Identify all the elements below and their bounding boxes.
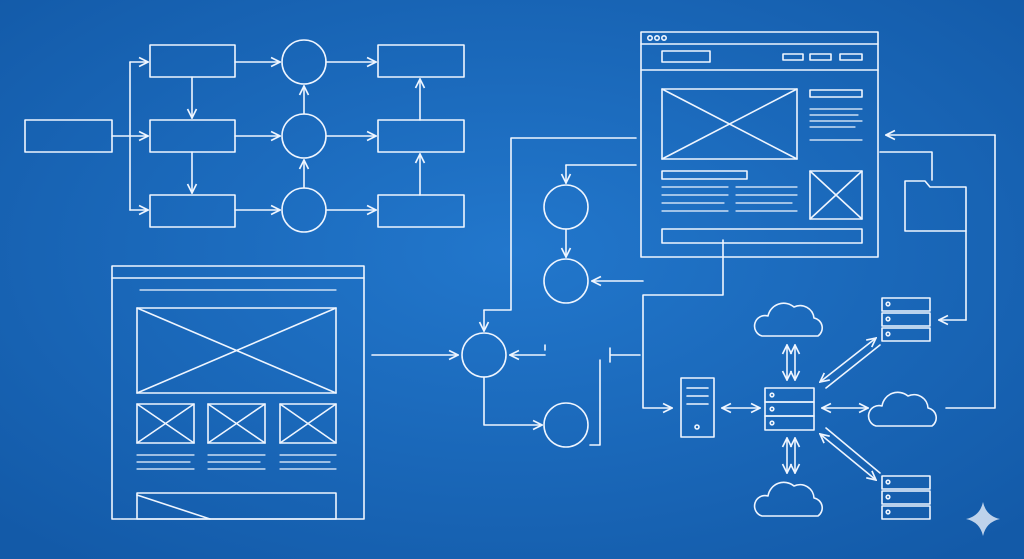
flowchart	[24, 39, 465, 233]
flow-box	[377, 44, 465, 78]
network-diagram	[680, 297, 937, 520]
image-placeholder	[136, 307, 337, 394]
cloud-icon	[753, 302, 823, 337]
nav-item	[809, 53, 832, 61]
process-node	[543, 402, 589, 448]
window-dot	[646, 34, 653, 41]
logo-placeholder	[661, 50, 711, 63]
process-node	[543, 258, 589, 304]
nav-item	[839, 53, 863, 61]
image-placeholder	[207, 403, 266, 444]
sparkle-icon	[966, 502, 1000, 536]
footer-bar	[136, 492, 337, 520]
folder-connections	[879, 135, 996, 409]
flow-box	[377, 194, 465, 228]
server-icon	[881, 297, 931, 342]
server-icon	[881, 475, 931, 520]
server-icon	[764, 387, 815, 431]
image-placeholder	[809, 170, 863, 220]
cloud-icon	[867, 391, 937, 427]
page-wireframe	[111, 265, 365, 520]
browser-wireframe	[640, 31, 879, 258]
process-nodes	[371, 137, 724, 448]
nav-item	[782, 53, 804, 61]
cloud-icon	[753, 481, 823, 517]
server-tower-icon	[680, 377, 715, 438]
flow-box	[149, 194, 236, 228]
image-placeholder	[279, 403, 337, 444]
image-placeholder	[136, 403, 195, 444]
window-dot	[660, 34, 667, 41]
window-dot	[653, 34, 660, 41]
hero-image	[661, 88, 798, 160]
flow-box	[377, 119, 465, 153]
